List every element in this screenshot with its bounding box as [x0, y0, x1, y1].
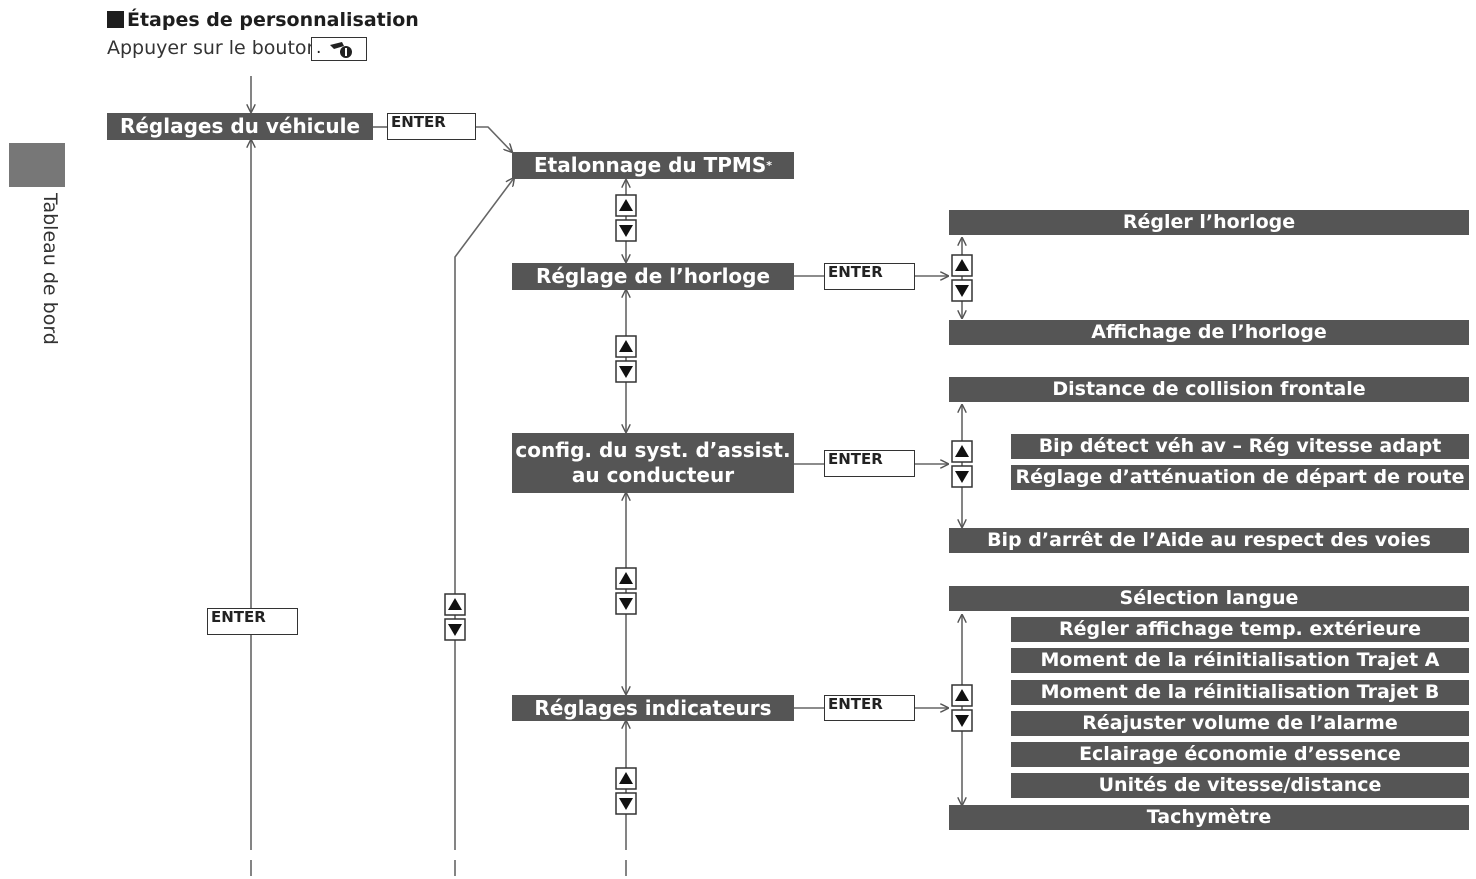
menu-driver-assist: config. du syst. d’assist. au conducteur [512, 433, 794, 493]
section-tab-label: Tableau de bord [39, 193, 61, 345]
enter-box-assist: ENTER [824, 450, 915, 477]
menu-tpms: Etalonnage du TPMS* [512, 152, 794, 179]
option-trip-a-reset: Moment de la réinitialisation Trajet A [1011, 648, 1469, 673]
steering-button-icon: . [311, 37, 367, 61]
option-clock-display: Affichage de l’horloge [949, 320, 1469, 345]
page-title: Étapes de personnalisation [107, 9, 419, 31]
option-trip-b-reset: Moment de la réinitialisation Trajet B [1011, 680, 1469, 705]
menu-root: Réglages du véhicule [107, 113, 373, 140]
enter-box-meter: ENTER [824, 695, 915, 721]
up-down-arrows-icon [615, 567, 637, 615]
option-fuel-economy-light: Eclairage économie d’essence [1011, 742, 1469, 767]
option-acc-beep: Bip détect véh av – Rég vitesse adapt [1011, 434, 1469, 459]
up-down-arrows-icon [951, 440, 973, 488]
option-lane-keep-beep: Bip d’arrêt de l’Aide au respect des voi… [949, 528, 1469, 553]
option-road-departure: Réglage d’atténuation de départ de route [1011, 465, 1469, 490]
section-tab-marker [9, 143, 65, 187]
square-bullet-icon [107, 11, 124, 28]
enter-box-root: ENTER [387, 113, 476, 140]
up-down-arrows-icon [951, 684, 973, 732]
up-down-arrows-icon-group [444, 194, 973, 815]
option-alarm-volume: Réajuster volume de l’alarme [1011, 711, 1469, 736]
up-down-arrows-icon [615, 194, 637, 242]
enter-box-clock: ENTER [824, 263, 915, 290]
menu-meter: Réglages indicateurs [512, 695, 794, 721]
option-outside-temp: Régler affichage temp. extérieure [1011, 617, 1469, 642]
footnote-mark: * [766, 158, 773, 172]
option-forward-collision-distance: Distance de collision frontale [949, 377, 1469, 402]
option-speed-distance-units: Unités de vitesse/distance [1011, 773, 1469, 798]
instruction-text: Appuyer sur le bouton [107, 37, 319, 59]
up-down-arrows-icon [444, 593, 466, 641]
button-dot: . [316, 38, 322, 58]
menu-clock: Réglage de l’horloge [512, 263, 794, 290]
up-down-arrows-icon [951, 254, 973, 302]
enter-box-return: ENTER [207, 608, 298, 635]
option-set-clock: Régler l’horloge [949, 210, 1469, 235]
up-down-arrows-icon [615, 335, 637, 383]
option-tachometer: Tachymètre [949, 805, 1469, 830]
up-down-arrows-icon [615, 767, 637, 815]
option-language: Sélection langue [949, 586, 1469, 611]
